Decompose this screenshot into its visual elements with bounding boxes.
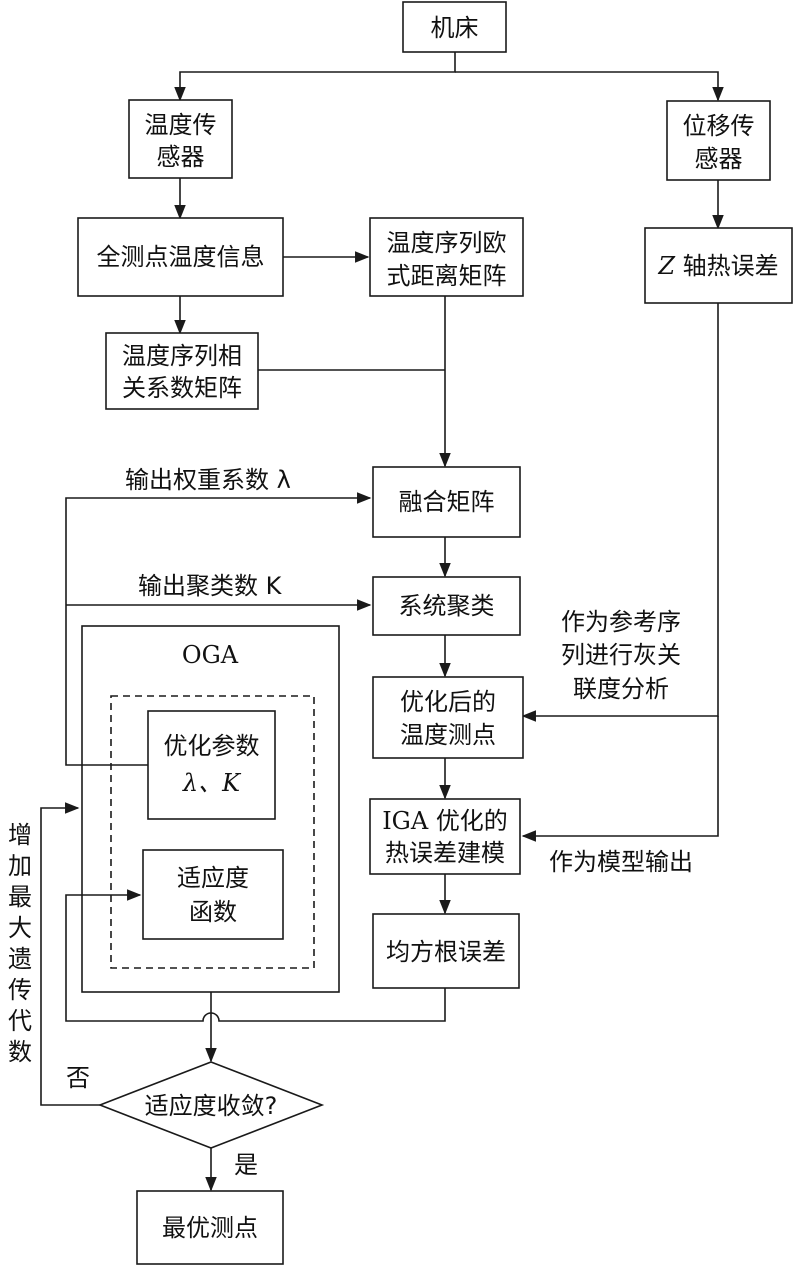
svg-text:IGA 优化的: IGA 优化的 (382, 807, 508, 835)
node-cluster: 系统聚类 (372, 576, 521, 636)
node-iga-line2: 热误差建模 (385, 839, 505, 867)
node-optimized-line1: 优化后的 (400, 688, 496, 716)
node-euclid-line1: 温度序列欧 (387, 229, 507, 257)
node-all-points-label: 全测点温度信息 (97, 243, 265, 271)
node-converge-decision: 适应度收敛? (97, 1061, 325, 1149)
node-fitness-line2: 函数 (189, 898, 237, 926)
node-cluster-label: 系统聚类 (399, 592, 495, 620)
node-correlation: 温度序列相 关系数矩阵 (105, 332, 259, 410)
edge-z-model (521, 716, 719, 842)
label-reference: 作为参考序 列进行灰关 联度分析 (561, 608, 681, 703)
node-fitness-line1: 适应度 (177, 864, 249, 892)
node-converge-label: 适应度收敛? (145, 1092, 278, 1120)
node-optimized-line2: 温度测点 (400, 721, 496, 749)
node-disp-sensor-line1: 位移传 (683, 112, 755, 140)
edge-no-loop (40, 802, 100, 1106)
svg-text:大: 大 (8, 914, 32, 942)
connectors (40, 52, 724, 1192)
edge-machine-split (174, 52, 456, 102)
oga-title: OGA (182, 641, 239, 669)
node-correlation-line1: 温度序列相 (122, 342, 242, 370)
edge-machine-disp (455, 71, 724, 102)
node-rmse: 均方根误差 (372, 913, 520, 989)
node-rmse-label: 均方根误差 (386, 938, 506, 966)
node-opt-params-label: 优化参数 (164, 732, 260, 760)
svg-text:遗: 遗 (8, 945, 32, 973)
node-temp-sensor-line2: 感器 (157, 143, 205, 171)
label-reference-line1: 作为参考序 (561, 608, 681, 636)
label-weight: 输出权重系数 λ (125, 466, 291, 494)
node-euclid-line2: 式距离矩阵 (387, 262, 507, 290)
svg-text:数: 数 (8, 1038, 32, 1066)
label-increase-generations: 增 加 最 大 遗 传 代 数 (8, 821, 32, 1066)
node-fusion: 融合矩阵 (372, 466, 521, 538)
svg-text:Z 轴热误差: Z 轴热误差 (657, 252, 778, 280)
node-best-points: 最优测点 (136, 1190, 284, 1265)
svg-text:加: 加 (8, 852, 32, 880)
node-z-axis-label: 轴热误差 (683, 252, 779, 280)
edge-rmse-feedback (65, 889, 446, 1022)
label-model-output: 作为模型输出 (549, 848, 693, 876)
node-iga-line1: 优化的 (436, 807, 508, 835)
node-temp-sensor: 温度传 感器 (128, 99, 233, 179)
node-correlation-line2: 关系数矩阵 (122, 374, 242, 402)
edge-param-weight (65, 492, 372, 766)
node-opt-params: 优化参数 λ、K (147, 710, 276, 820)
node-euclid: 温度序列欧 式距离矩阵 (369, 217, 524, 297)
svg-text:传: 传 (8, 976, 32, 1004)
label-yes: 是 (234, 1151, 258, 1179)
node-best-points-label: 最优测点 (162, 1214, 258, 1242)
node-disp-sensor: 位移传 感器 (666, 100, 771, 181)
node-iga-prefix: IGA (382, 807, 429, 835)
svg-text:最: 最 (8, 883, 32, 911)
node-machine: 机床 (402, 1, 507, 53)
node-z-symbol: Z (657, 252, 676, 280)
svg-text:增: 增 (8, 821, 32, 849)
svg-text:代: 代 (8, 1007, 32, 1035)
oga-container: OGA (81, 625, 340, 993)
oga-inner-dashed (110, 695, 315, 969)
label-no: 否 (66, 1064, 90, 1092)
node-fitness-fn: 适应度 函数 (142, 849, 284, 940)
node-optimized-points: 优化后的 温度测点 (372, 676, 524, 759)
label-cluster-k: 输出聚类数 K (138, 572, 283, 600)
node-machine-label: 机床 (431, 14, 479, 42)
node-z-axis: Z 轴热误差 (644, 227, 793, 304)
node-all-points: 全测点温度信息 (77, 217, 284, 297)
node-iga-model: IGA 优化的 热误差建模 (369, 798, 521, 875)
label-reference-line3: 联度分析 (573, 675, 669, 703)
node-lambda-k-label: λ、K (182, 769, 242, 797)
node-temp-sensor-line1: 温度传 (145, 111, 217, 139)
label-reference-line2: 列进行灰关 (561, 641, 681, 669)
node-disp-sensor-line2: 感器 (695, 145, 743, 173)
node-fusion-label: 融合矩阵 (399, 488, 495, 516)
